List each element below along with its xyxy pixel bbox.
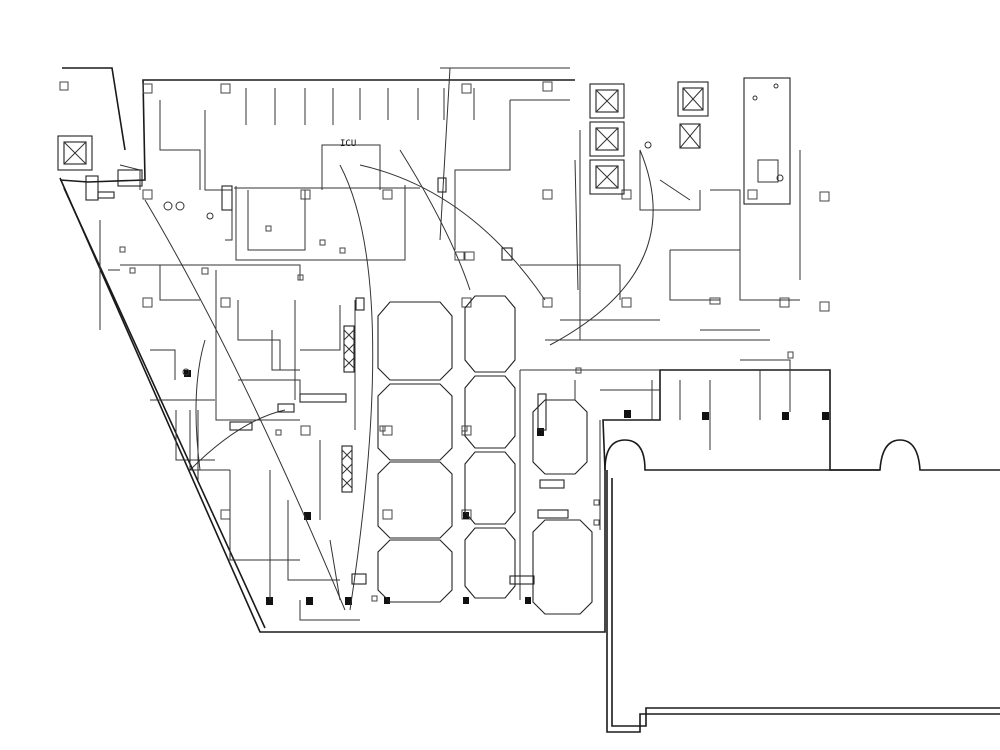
routing-lines bbox=[99, 67, 801, 621]
icu-label: ICU bbox=[340, 139, 356, 149]
elevator-shafts bbox=[57, 77, 791, 205]
device-symbols bbox=[119, 83, 794, 602]
structural-columns bbox=[59, 81, 830, 520]
parking-bays bbox=[377, 295, 593, 615]
equipment-panels bbox=[85, 169, 569, 585]
solid-column-markers bbox=[184, 370, 829, 605]
